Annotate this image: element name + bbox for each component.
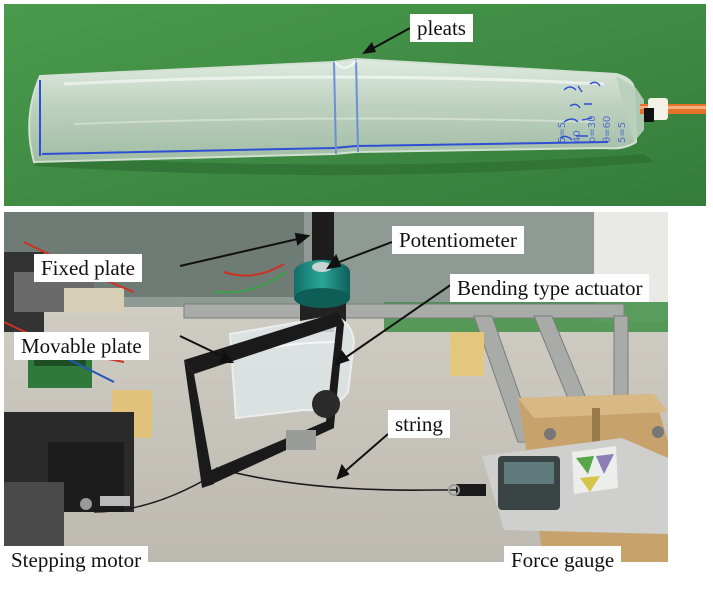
label-force-gauge: Force gauge: [504, 546, 622, 574]
label-bending-actuator: Bending type actuator: [450, 274, 650, 302]
note-line: ρ=30: [587, 115, 598, 143]
bag-body: [28, 57, 638, 164]
note-line: 40: [572, 130, 583, 143]
note-line: 5=5: [557, 121, 568, 143]
pleat-seam: [333, 58, 359, 155]
setup-illustration: [4, 212, 668, 562]
label-potentiometer: Potentiometer: [392, 226, 524, 254]
note-line: 5=5: [617, 121, 628, 143]
label-string: string: [388, 410, 450, 438]
label-fixed-plate: Fixed plate: [34, 254, 142, 282]
handwritten-notes: 5=5 40 ρ=30 θ=60 5=5: [555, 73, 630, 143]
pleats-arrow: [362, 27, 411, 54]
actuator-bag-illustration: [4, 4, 706, 206]
setup-photo: [4, 212, 668, 562]
hinge-wheel: [312, 390, 340, 418]
handwritten-notes-illustration: [559, 81, 601, 141]
label-movable-plate: Movable plate: [14, 332, 149, 360]
actuator-bag-photo: [4, 4, 706, 206]
leader-arrows: [179, 232, 453, 480]
string-line: [215, 467, 474, 491]
label-pleats: pleats: [410, 14, 473, 42]
stepping-motor: [4, 412, 134, 552]
label-stepping-motor: Stepping motor: [4, 546, 149, 574]
potentiometer-device: [213, 260, 350, 322]
force-gauge-device: [448, 438, 668, 534]
sponge-right: [450, 332, 484, 376]
note-line: θ=60: [602, 115, 613, 143]
